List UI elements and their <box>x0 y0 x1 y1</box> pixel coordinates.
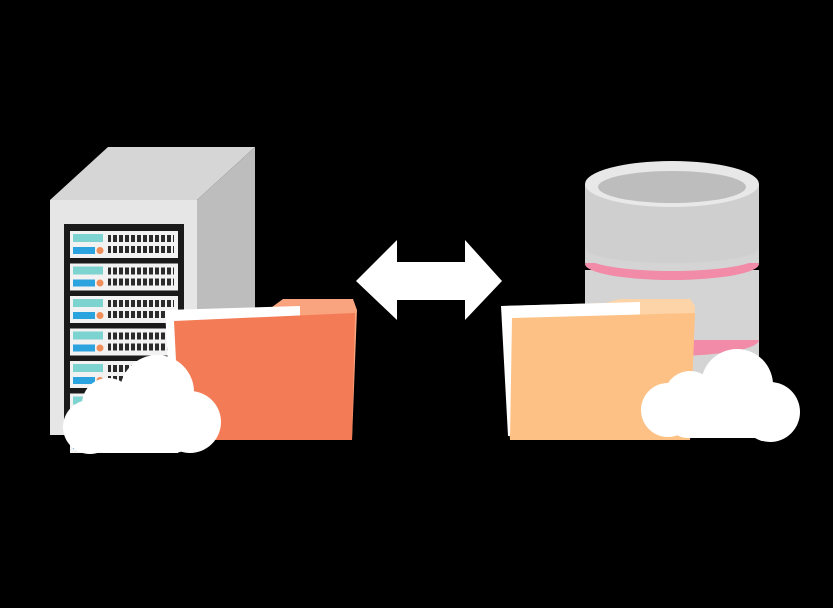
database-inner <box>598 171 746 203</box>
rack-slot <box>70 231 178 258</box>
rack-slot <box>70 328 178 356</box>
double-arrow-icon <box>356 240 502 320</box>
cloud-icon-right <box>641 349 800 442</box>
server-top <box>50 147 255 200</box>
database-icon <box>585 161 759 377</box>
cloud-icon-left <box>63 355 221 454</box>
folder-front <box>174 313 355 440</box>
rack-slot <box>70 296 178 323</box>
rack-slot <box>70 263 178 291</box>
